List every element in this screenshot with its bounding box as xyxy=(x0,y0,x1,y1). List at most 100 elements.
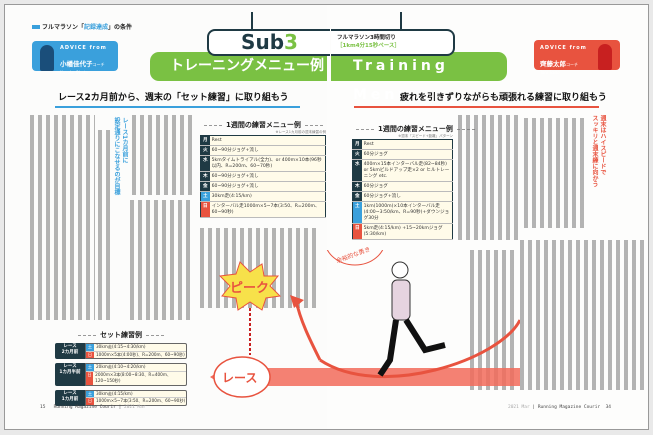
title-bar-right: Training Menu xyxy=(331,52,507,103)
page-number: 34 xyxy=(605,405,611,410)
day-cell: 火 xyxy=(200,145,210,156)
set-label-line: レース xyxy=(63,364,77,369)
day-cell: 金 xyxy=(352,191,362,202)
day-cell: 火 xyxy=(352,149,362,160)
day-cell: 月 xyxy=(200,135,210,146)
magazine-name: Running Magazine Courir xyxy=(53,405,116,410)
menu-cell: 60~90分ジョグ+流し xyxy=(209,145,326,156)
menu-cell: 400m×15本インターバル走(82~84秒) or 5kmビルドアップ走×2 … xyxy=(361,159,453,182)
day-badge: 土 xyxy=(86,390,94,397)
set-label-line: レース xyxy=(63,390,77,396)
right-callout: 週末はハイスピードでスッキリと週末練に向かう xyxy=(590,115,606,205)
weekly-title: 1週間の練習メニュー例 xyxy=(352,124,453,134)
magazine-name: Running Magazine Courir xyxy=(537,405,601,410)
callout-line: 設定通りにこなせるのが目標 xyxy=(113,117,120,195)
race-circle-icon xyxy=(213,356,271,398)
body-text xyxy=(30,115,95,320)
menu-cell: 60分ジョグ xyxy=(361,181,453,192)
menu-cell: 5km走(4:15/km) +15~20kmジョグ(5:30/km) xyxy=(361,223,453,240)
series-label-highlight: 記録達成 xyxy=(84,24,109,31)
weekly-title: 1週間の練習メニュー例 xyxy=(200,120,326,130)
day-badge: 日 xyxy=(86,351,94,358)
weekly-row: 日インターバル走1000m×5~7本(3:50、R=200m、60~90秒) xyxy=(200,201,326,218)
menu-cell: 5kmタイムトライアル(全力)、or 400m×10本(96秒以内、R=200m… xyxy=(209,155,326,172)
body-text xyxy=(524,118,586,228)
set-item-text: 20km走(4:10~4:20/km) xyxy=(96,364,146,369)
body-text xyxy=(470,250,515,390)
menu-cell: Rest xyxy=(209,135,326,146)
menu-cell: 60分ジョグ+流し xyxy=(361,191,453,202)
peak-burst-icon xyxy=(218,261,282,311)
title-bar-left: トレーニングメニュー例 xyxy=(150,52,327,81)
footer-left: 15 Running Magazine Courir | 2021 Mar xyxy=(40,405,146,410)
menu-cell: 60~90分ジョグ+流し xyxy=(209,181,326,192)
menu-cell: 60分ジョグ xyxy=(361,149,453,160)
series-label-suffix: 」の条件 xyxy=(108,24,133,31)
race-label: レース xyxy=(222,371,257,385)
series-label: フルマラソン「記録達成」の条件 xyxy=(32,22,132,31)
series-label-prefix: フルマラソン「 xyxy=(42,24,85,31)
set-item-text: 1000m×5~7本(3:50、R=200m、60~90秒) xyxy=(96,398,186,403)
body-text xyxy=(130,200,194,320)
curve-arrow xyxy=(319,319,520,379)
day-cell: 木 xyxy=(352,181,362,192)
title-en: Training Menu xyxy=(353,58,449,103)
goal-box: フルマラソン3時間切り ［1km4分15秒ペース］ xyxy=(331,29,455,56)
weekly-note: ※レース1カ月前の週末練習の例 xyxy=(275,130,326,134)
title-connector xyxy=(251,12,253,30)
coach-romaji: Taro Saito xyxy=(540,70,560,75)
menu-cell: Rest xyxy=(361,139,453,150)
set-item-text: 30km走(4:15/km) xyxy=(96,390,133,396)
menu-cell: 1km(1000m)×10本インターバル走(4:00~3:50/km、R=90秒… xyxy=(361,201,453,224)
left-heading-underline xyxy=(55,106,300,108)
day-cell: 土 xyxy=(200,191,210,202)
day-cell: 日 xyxy=(352,223,362,240)
issue-date: 2021 Mar xyxy=(124,405,146,410)
set-label-line: 1カ月前 xyxy=(61,396,79,402)
goal-line1: フルマラソン3時間切り xyxy=(337,35,396,41)
menu-cell: 60~90分ジョグ+流し xyxy=(209,171,326,182)
issue-date: 2021 Mar xyxy=(508,405,530,410)
set-item-text: 1000m×5本(4:00秒)、R=200m、60~90秒) xyxy=(96,351,185,357)
left-callout: レース1カ月前に設定通りにこなせるのが目標 xyxy=(112,117,128,197)
goal-line2: ［1km4分15秒ペース］ xyxy=(337,43,400,49)
coach-photo xyxy=(598,44,612,70)
coach-suffix: コーチ xyxy=(92,62,105,67)
day-cell: 土 xyxy=(352,201,362,224)
set-item-text: 2000m×3本(8:00~8:30、R=400m、120~150秒) xyxy=(95,371,172,384)
right-heading: 疲れを引きずりながらも頑張れる練習に取り組もう xyxy=(400,93,607,103)
day-badge: 日 xyxy=(86,371,94,385)
weekly-note: ※週末「スピード+距離」パターン xyxy=(398,134,453,138)
day-cell: 日 xyxy=(200,201,210,218)
menu-cell: 30km走(4:15/km) xyxy=(209,191,326,202)
coach-suffix: コーチ xyxy=(566,62,578,67)
coach-name: 齊藤太郎 xyxy=(540,60,566,68)
